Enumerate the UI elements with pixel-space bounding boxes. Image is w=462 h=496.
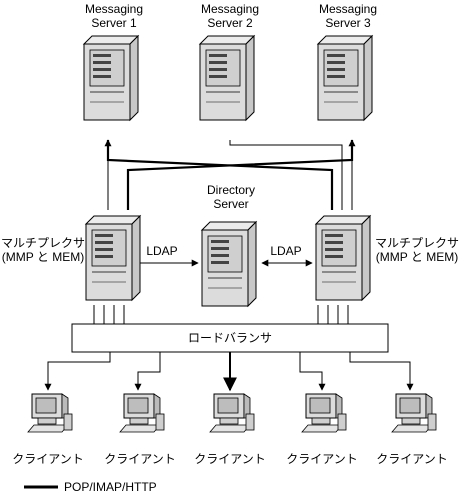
legend-label: POP/IMAP/HTTP (64, 480, 157, 494)
ldap-label-right: LDAP (270, 244, 302, 258)
client-label: クライアント (104, 452, 176, 466)
directory-label-line2: Server (213, 197, 249, 211)
directory-server-label: Directory Server (196, 183, 266, 211)
multiplexer-left-icon (85, 215, 141, 301)
server-label-line1: Messaging (318, 2, 378, 16)
directory-server-icon (201, 221, 257, 307)
multiplexer-label-line1: マルチプレクサ (374, 236, 459, 250)
messaging-server-1-label: Messaging Server 1 (82, 2, 146, 30)
client-2-icon (119, 393, 165, 433)
multiplexer-right-icon (315, 215, 371, 301)
messaging-server-2-icon (199, 35, 255, 121)
load-balancer-box (71, 323, 389, 353)
client-1-icon (27, 393, 73, 433)
server-label-line1: Messaging (200, 2, 260, 16)
multiplexer-label-line2: (MMP と MEM) (375, 250, 459, 264)
messaging-server-3-label: Messaging Server 3 (316, 2, 380, 30)
client-3-icon (209, 393, 255, 433)
server-label-line2: Server 3 (325, 16, 371, 30)
server-label-line2: Server 1 (91, 16, 137, 30)
server-label-line1: Messaging (84, 2, 144, 16)
client-label: クライアント (286, 452, 358, 466)
messaging-server-1-icon (83, 35, 139, 121)
ldap-label-left: LDAP (146, 244, 178, 258)
messaging-server-3-icon (317, 35, 373, 121)
server-label-line2: Server 2 (207, 16, 253, 30)
messaging-server-2-label: Messaging Server 2 (198, 2, 262, 30)
client-4-icon (301, 393, 347, 433)
multiplexer-left-label: マルチプレクサ (MMP と MEM) (0, 236, 86, 264)
client-label: クライアント (194, 452, 266, 466)
load-balancer-label: ロードバランサ (187, 331, 272, 345)
client-label: クライアント (376, 452, 448, 466)
multiplexer-label-line2: (MMP と MEM) (1, 250, 85, 264)
multiplexer-label-line1: マルチプレクサ (0, 236, 85, 250)
client-label: クライアント (12, 452, 84, 466)
client-5-icon (391, 393, 437, 433)
directory-label-line1: Directory (206, 183, 255, 197)
multiplexer-right-label: マルチプレクサ (MMP と MEM) (374, 236, 460, 264)
